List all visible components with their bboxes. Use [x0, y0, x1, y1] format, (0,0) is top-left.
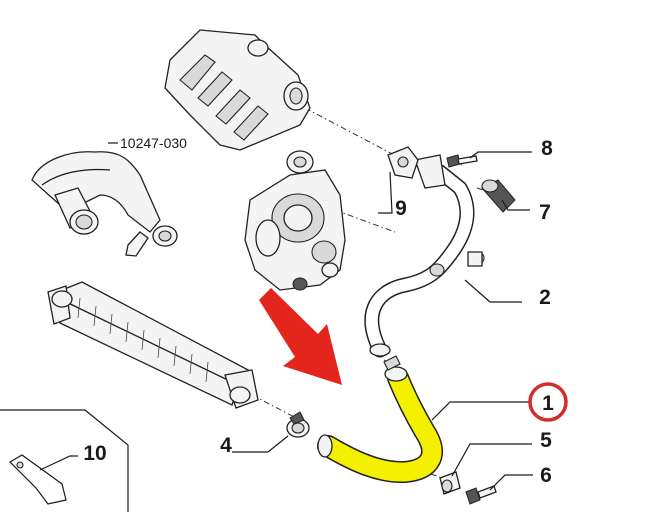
inset-frame	[0, 409, 129, 512]
bolt-8	[446, 154, 478, 168]
leader-lines	[232, 151, 533, 491]
pointer-arrow-icon	[259, 288, 342, 385]
gasket-9	[387, 146, 419, 179]
callout-6: 6	[540, 464, 552, 487]
sleeve-7	[481, 179, 516, 213]
callout-1: 1	[542, 392, 554, 415]
callout-4: 4	[220, 434, 232, 457]
callout-labels: 1 2 4 5 6 7 8 9 10	[83, 137, 554, 487]
pipe-upper	[364, 154, 485, 358]
callout-10: 10	[83, 442, 106, 465]
callout-9: 9	[395, 197, 407, 220]
part-code-label: 10247-030	[120, 135, 187, 151]
callout-8: 8	[541, 137, 553, 160]
clamp-4	[286, 411, 310, 438]
highlight-ring-icon	[528, 382, 568, 422]
callout-2: 2	[539, 286, 551, 309]
intercooler	[47, 281, 259, 409]
callout-5: 5	[540, 429, 552, 452]
callout-7: 7	[539, 201, 551, 224]
part-code-callout: 10247-030	[108, 135, 187, 151]
intake-manifold	[164, 29, 311, 151]
bolt-5	[439, 471, 461, 495]
pipe-lower-highlighted	[317, 355, 443, 484]
turbocharger	[244, 150, 346, 291]
air-duct	[31, 151, 178, 257]
